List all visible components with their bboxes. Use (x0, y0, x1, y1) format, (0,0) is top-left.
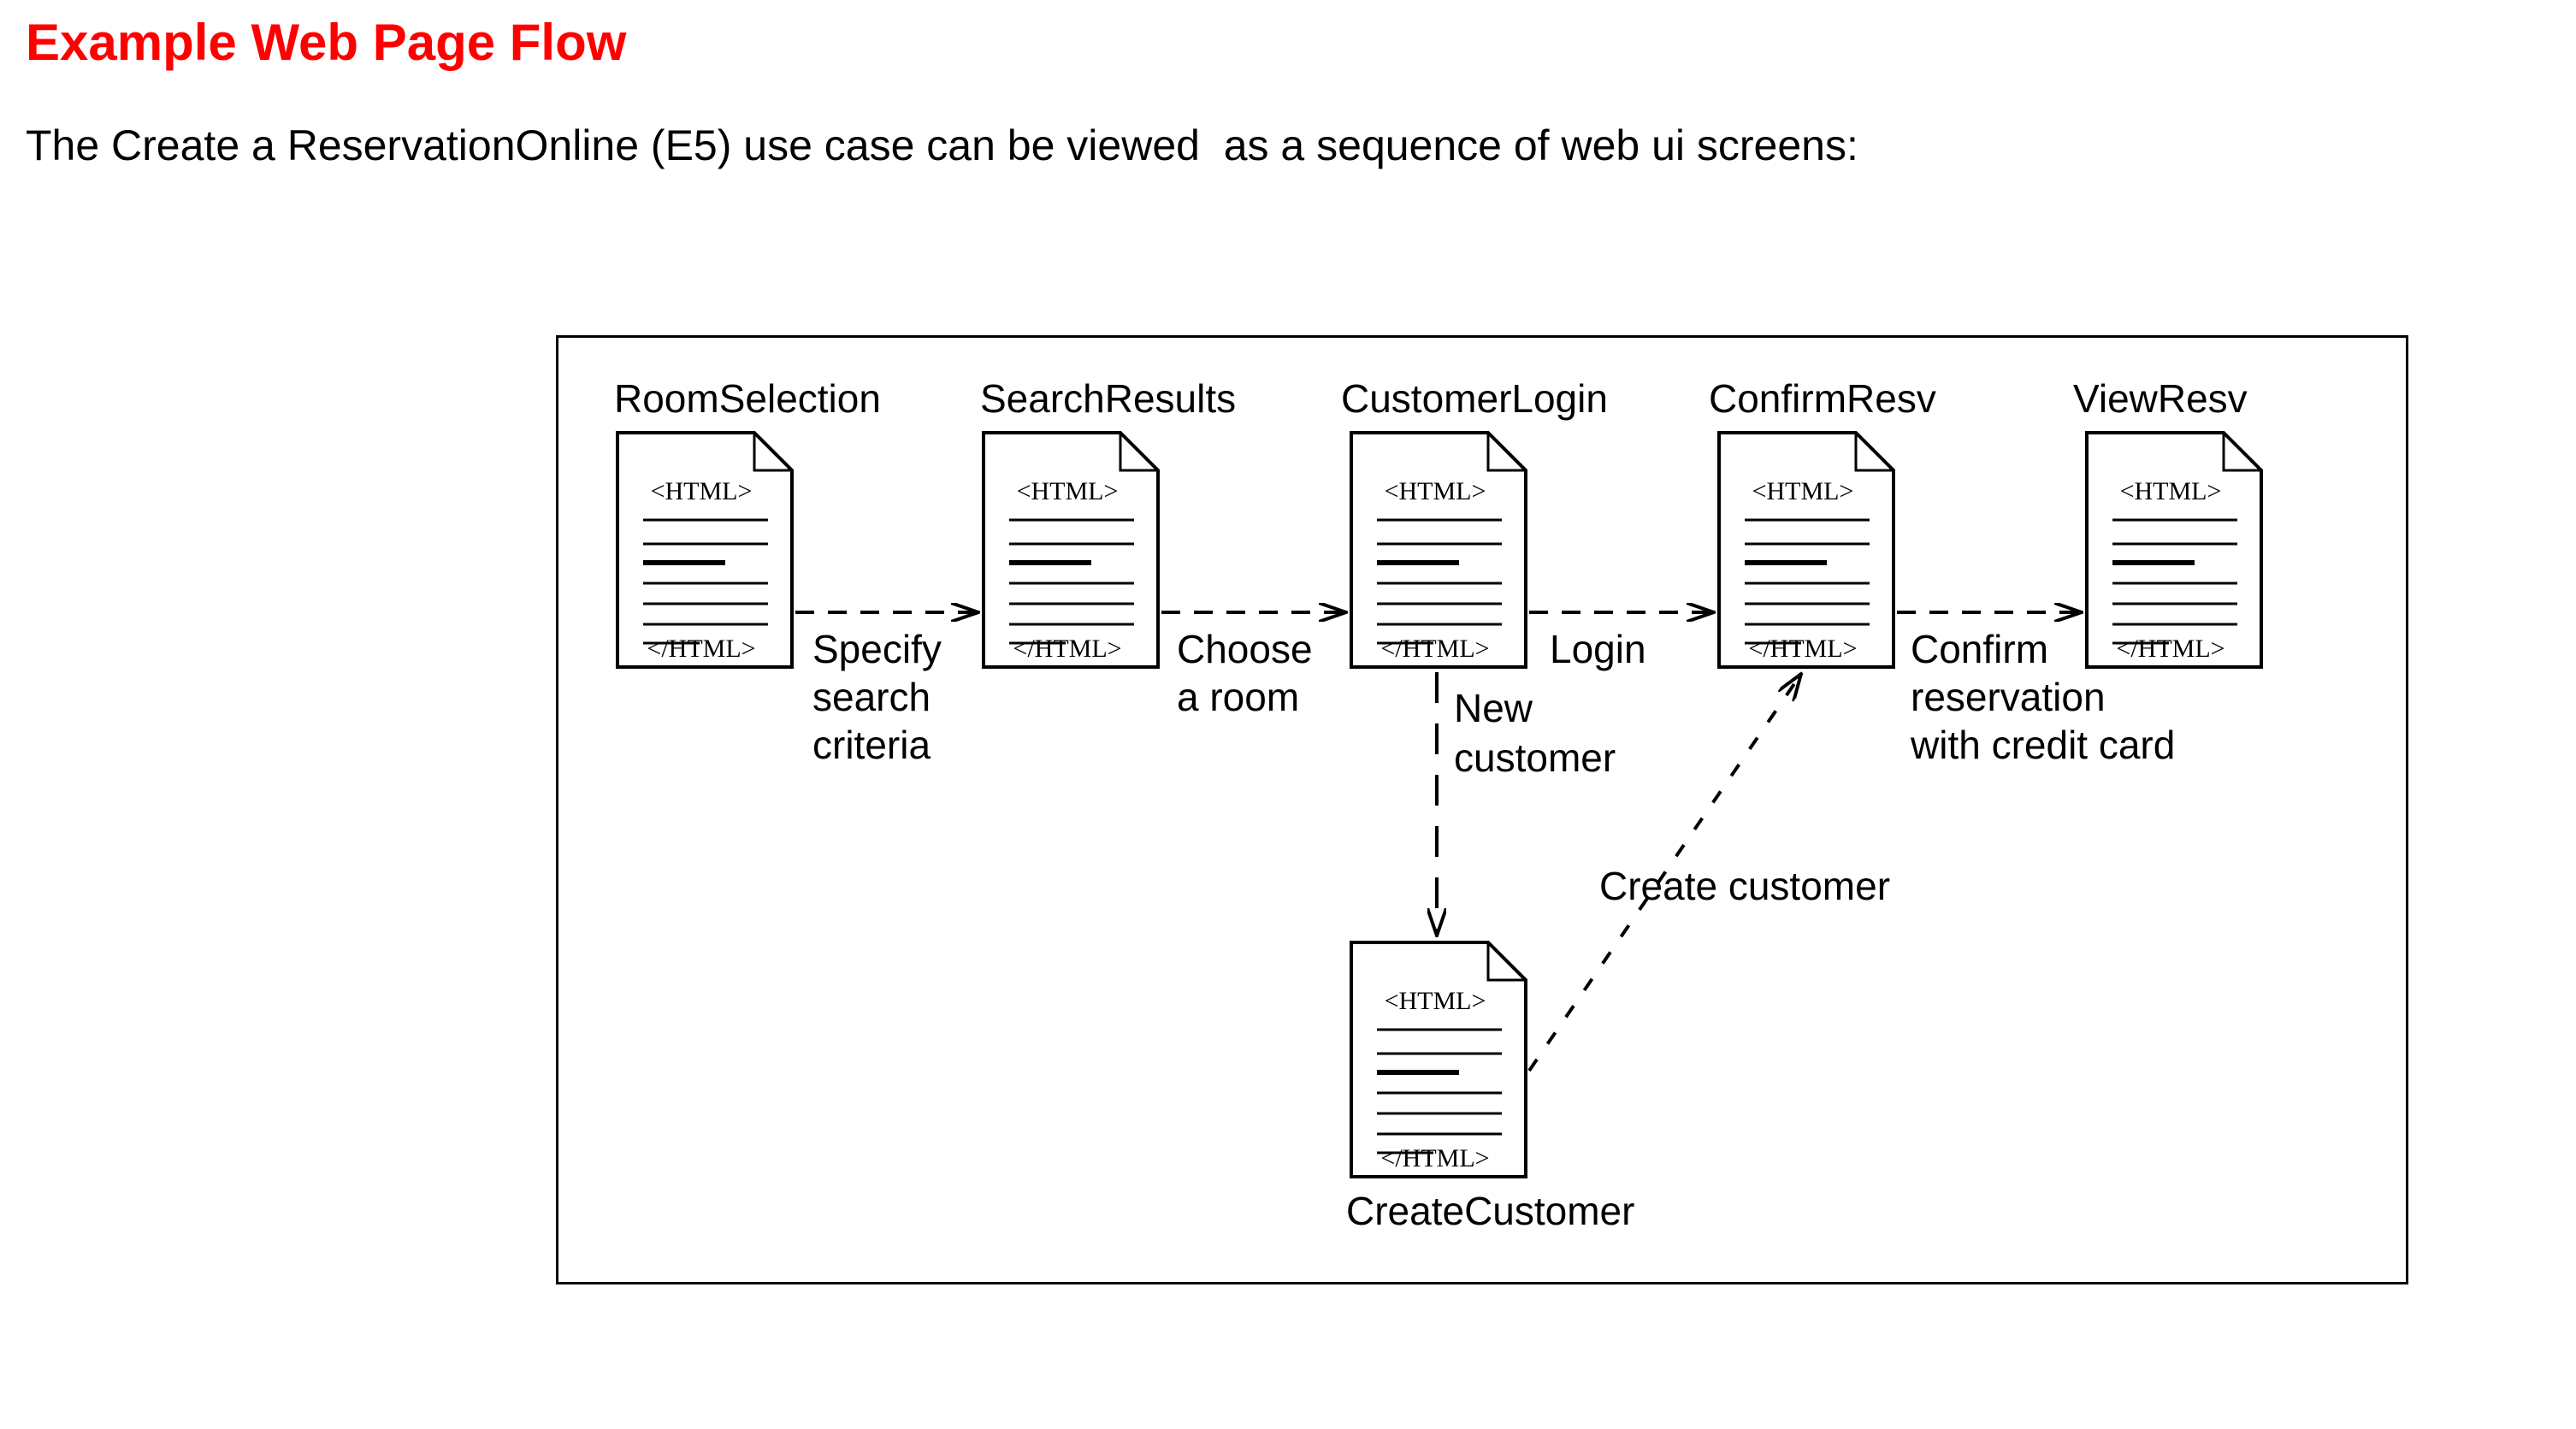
transition-label: Login (1550, 627, 1646, 671)
screen-label-view-resv: ViewResv (2073, 376, 2248, 421)
transition-label-line: Login (1550, 627, 1646, 671)
transition-label-line: Create customer (1599, 864, 1890, 908)
document-icon-customer-login: <HTML> </HTML> (1350, 431, 1527, 669)
document-page (1350, 431, 1527, 669)
transition-arrow-create-customer-to-confirm-resv (1527, 674, 1801, 1072)
document-open-tag: <HTML> (1752, 477, 1854, 505)
document-fold (753, 433, 792, 472)
document-fold (2222, 433, 2261, 472)
transition-label-line: with credit card (1910, 723, 2175, 767)
transition-label: New customer (1454, 686, 1616, 780)
document-icon-view-resv: <HTML> </HTML> (2085, 431, 2263, 669)
document-close-tag: </HTML> (1748, 635, 1857, 663)
document-page (1717, 431, 1895, 669)
document-fold (1119, 433, 1158, 472)
document-close-tag: </HTML> (1380, 635, 1489, 663)
document-close-tag: </HTML> (647, 635, 755, 663)
screen-label-customer-login: CustomerLogin (1341, 376, 1608, 421)
transition-label-line: New (1454, 686, 1533, 730)
document-fold (1854, 433, 1894, 472)
document-fold (1486, 942, 1526, 982)
document-close-tag: </HTML> (1380, 1144, 1489, 1172)
document-page (2085, 431, 2263, 669)
transition-label-line: reservation (1911, 675, 2106, 719)
page-heading: Example Web Page Flow (26, 14, 627, 71)
document-open-tag: <HTML> (1385, 987, 1486, 1015)
transition-label-line: search (812, 675, 931, 719)
document-close-tag: </HTML> (2116, 635, 2224, 663)
document-fold (1486, 433, 1526, 472)
transition-label-line: customer (1454, 735, 1616, 780)
screen-label-confirm-resv: ConfirmResv (1709, 376, 1936, 421)
transition-label-line: criteria (812, 723, 931, 767)
screen-label-search-results: SearchResults (980, 376, 1236, 421)
document-icon-room-selection: <HTML> </HTML> (616, 431, 794, 669)
document-open-tag: <HTML> (2120, 477, 2222, 505)
document-open-tag: <HTML> (651, 477, 753, 505)
document-icon-confirm-resv: <HTML> </HTML> (1717, 431, 1895, 669)
intro-text: The Create a ReservationOnline (E5) use … (26, 121, 1858, 169)
document-page (1350, 941, 1527, 1178)
web-page-flow-diagram: <HTML> </HTML> RoomSelection <HTML> </HTML> S… (614, 376, 2263, 1233)
diagram-frame (556, 335, 2408, 1284)
document-close-tag: </HTML> (1013, 635, 1121, 663)
transition-label-line: Confirm (1911, 627, 2048, 671)
screen-label-create-customer: CreateCustomer (1346, 1189, 1634, 1233)
document-page (616, 431, 794, 669)
document-icon-create-customer: <HTML> </HTML> (1350, 941, 1527, 1178)
transition-label-line: a room (1177, 675, 1299, 719)
transition-label-line: Specify (812, 627, 942, 671)
document-open-tag: <HTML> (1385, 477, 1486, 505)
document-page (982, 431, 1160, 669)
screen-label-room-selection: RoomSelection (614, 376, 881, 421)
document-icon-search-results: <HTML> </HTML> (982, 431, 1160, 669)
document-open-tag: <HTML> (1017, 477, 1119, 505)
transition-label: Create customer (1599, 864, 1890, 908)
transition-label-line: Choose (1177, 627, 1313, 671)
